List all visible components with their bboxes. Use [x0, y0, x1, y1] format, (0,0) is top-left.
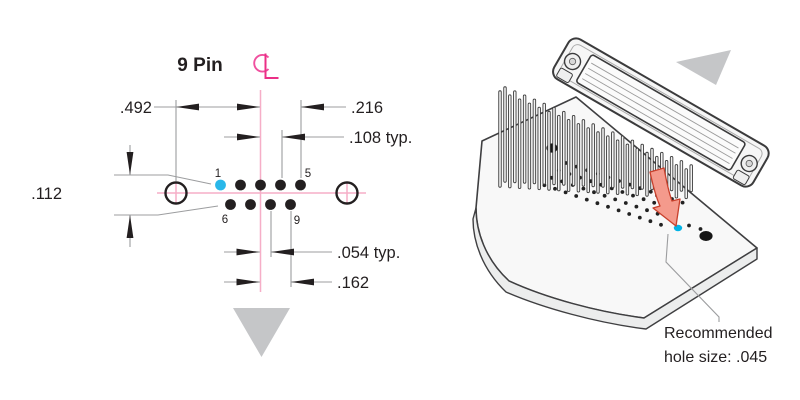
footprint-title: 9 Pin [177, 55, 222, 76]
hole-highlight-arrow-icon [649, 167, 681, 227]
note-leader-line [665, 233, 720, 322]
footprint-pins [215, 179, 306, 210]
nine-pin-footprint: 9 Pin [31, 53, 412, 357]
pin-8 [265, 199, 276, 210]
pin-label-1: 1 [215, 168, 221, 180]
centerline-symbol-icon [253, 53, 279, 79]
connector-pins [498, 86, 693, 200]
down-pointer-triangle-icon [233, 308, 290, 357]
right-screw-standoff [732, 169, 750, 185]
pin-label-5: 5 [305, 168, 311, 180]
pin-4 [275, 179, 286, 191]
dim-center-to-pin9: .162 [337, 274, 369, 292]
dim-row-spacing: .112 [31, 185, 62, 203]
pin-label-9: 9 [294, 215, 300, 227]
dim-center-to-pin8: .054 typ. [337, 244, 400, 262]
recommended-note-line2: hole size: .045 [664, 349, 767, 366]
pin-9 [285, 199, 296, 210]
pcb-mounting-hole-right [699, 231, 713, 241]
pcb-board [472, 96, 758, 330]
insertion-direction-triangle-icon [676, 50, 731, 85]
dim-mount-hole-to-center: .492 [120, 99, 152, 117]
recommended-note-line1: Recommended [664, 325, 773, 342]
pcb-edge-face [472, 207, 758, 330]
pin-3 [255, 179, 266, 191]
left-screw-standoff [556, 67, 573, 83]
pin-7 [245, 199, 256, 210]
dsub-connector-body [552, 37, 770, 188]
centerlines [157, 90, 366, 292]
pin-label-6: 6 [222, 214, 228, 226]
dim-pin-pitch: .108 typ. [349, 129, 412, 147]
pin-1 [215, 179, 226, 191]
pin-6 [225, 199, 236, 210]
dim-center-to-pin5: .216 [351, 99, 383, 117]
connector-insertion-illustration: Recommended hole size: .045 [472, 37, 773, 366]
left-mounting-hole [164, 181, 188, 205]
connector-shell-ridges [582, 62, 739, 165]
right-screw-center [745, 159, 753, 168]
dimension-arrowheads [126, 103, 324, 286]
left-screw-center [568, 57, 577, 66]
right-mounting-hole [335, 181, 359, 205]
pin-5 [295, 179, 306, 191]
pin-2 [235, 179, 246, 191]
